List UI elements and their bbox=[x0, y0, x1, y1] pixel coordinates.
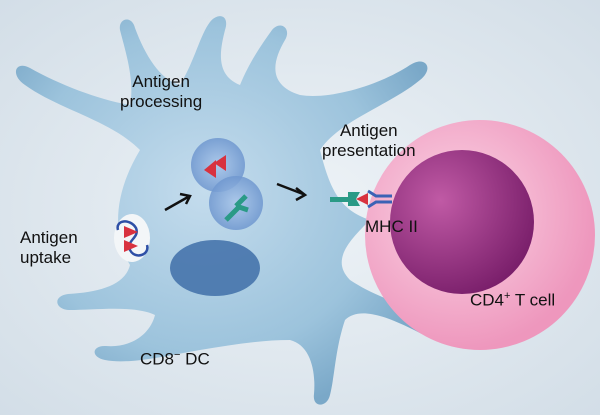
dc-nucleus bbox=[170, 240, 260, 296]
t-cell-nucleus bbox=[390, 150, 534, 294]
mhc-tcr-complex bbox=[330, 189, 392, 209]
dc-label: CD8− DC bbox=[140, 349, 210, 369]
antigen-icon bbox=[124, 240, 138, 252]
arrow-icon bbox=[164, 182, 308, 212]
mhc-icon bbox=[224, 194, 249, 222]
tcell-label: CD4+ T cell bbox=[470, 290, 556, 310]
mhc-label: MHC II bbox=[365, 217, 418, 236]
antigen-icon bbox=[124, 226, 138, 238]
antigen-icon bbox=[204, 160, 216, 178]
antigen-icon bbox=[214, 155, 226, 171]
uptake-vesicle bbox=[114, 214, 150, 262]
